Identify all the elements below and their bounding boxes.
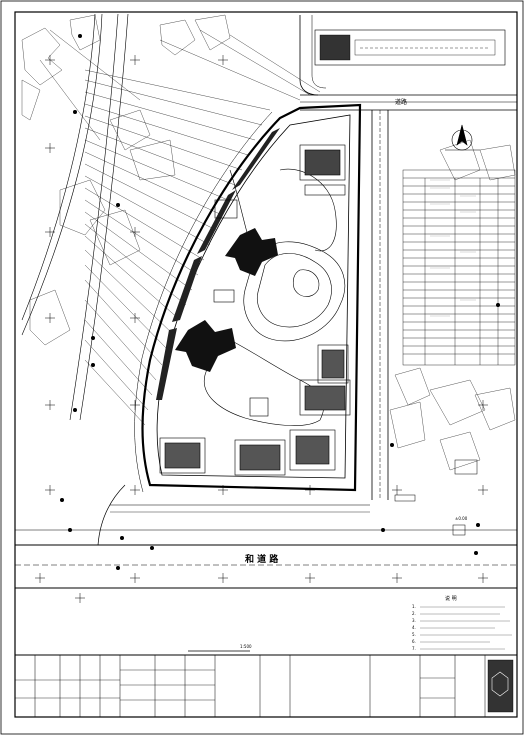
elevation-mark: ±0.00: [455, 516, 468, 521]
note-item: 6.: [412, 639, 416, 644]
north-road-name: 道路: [395, 98, 407, 106]
dimension-leaders: [39, 29, 321, 426]
west-edge-building-strip: [156, 128, 280, 400]
north-road: [299, 15, 517, 111]
statistics-table: [402, 169, 516, 366]
statistics-table-hatch: [430, 179, 476, 317]
survey-cross-markers: [35, 55, 488, 603]
scale-label: 1:500: [240, 644, 252, 649]
tree-symbols: [60, 34, 500, 570]
south-road-name: 和 道 路: [244, 553, 279, 565]
east-building-blocks: [159, 144, 351, 476]
east-road: [371, 110, 389, 500]
existing-buildings-west: [21, 14, 231, 346]
curved-roads: [21, 13, 129, 421]
notes-panel: 说 明 1. 2. 3. 4. 5. 6. 7.: [412, 595, 512, 651]
south-road: [15, 484, 517, 589]
notes-title: 说 明: [445, 595, 457, 602]
note-item: 1.: [412, 604, 416, 609]
note-item: 2.: [412, 611, 416, 616]
note-item: 3.: [412, 618, 416, 623]
site-annotation-cluster: [394, 459, 478, 536]
residential-towers: [175, 228, 278, 372]
title-block: [14, 654, 518, 718]
note-item: 5.: [412, 632, 416, 637]
north-arrow-icon: [445, 124, 480, 151]
note-item: 4.: [412, 625, 416, 630]
note-item: 7.: [412, 646, 416, 651]
